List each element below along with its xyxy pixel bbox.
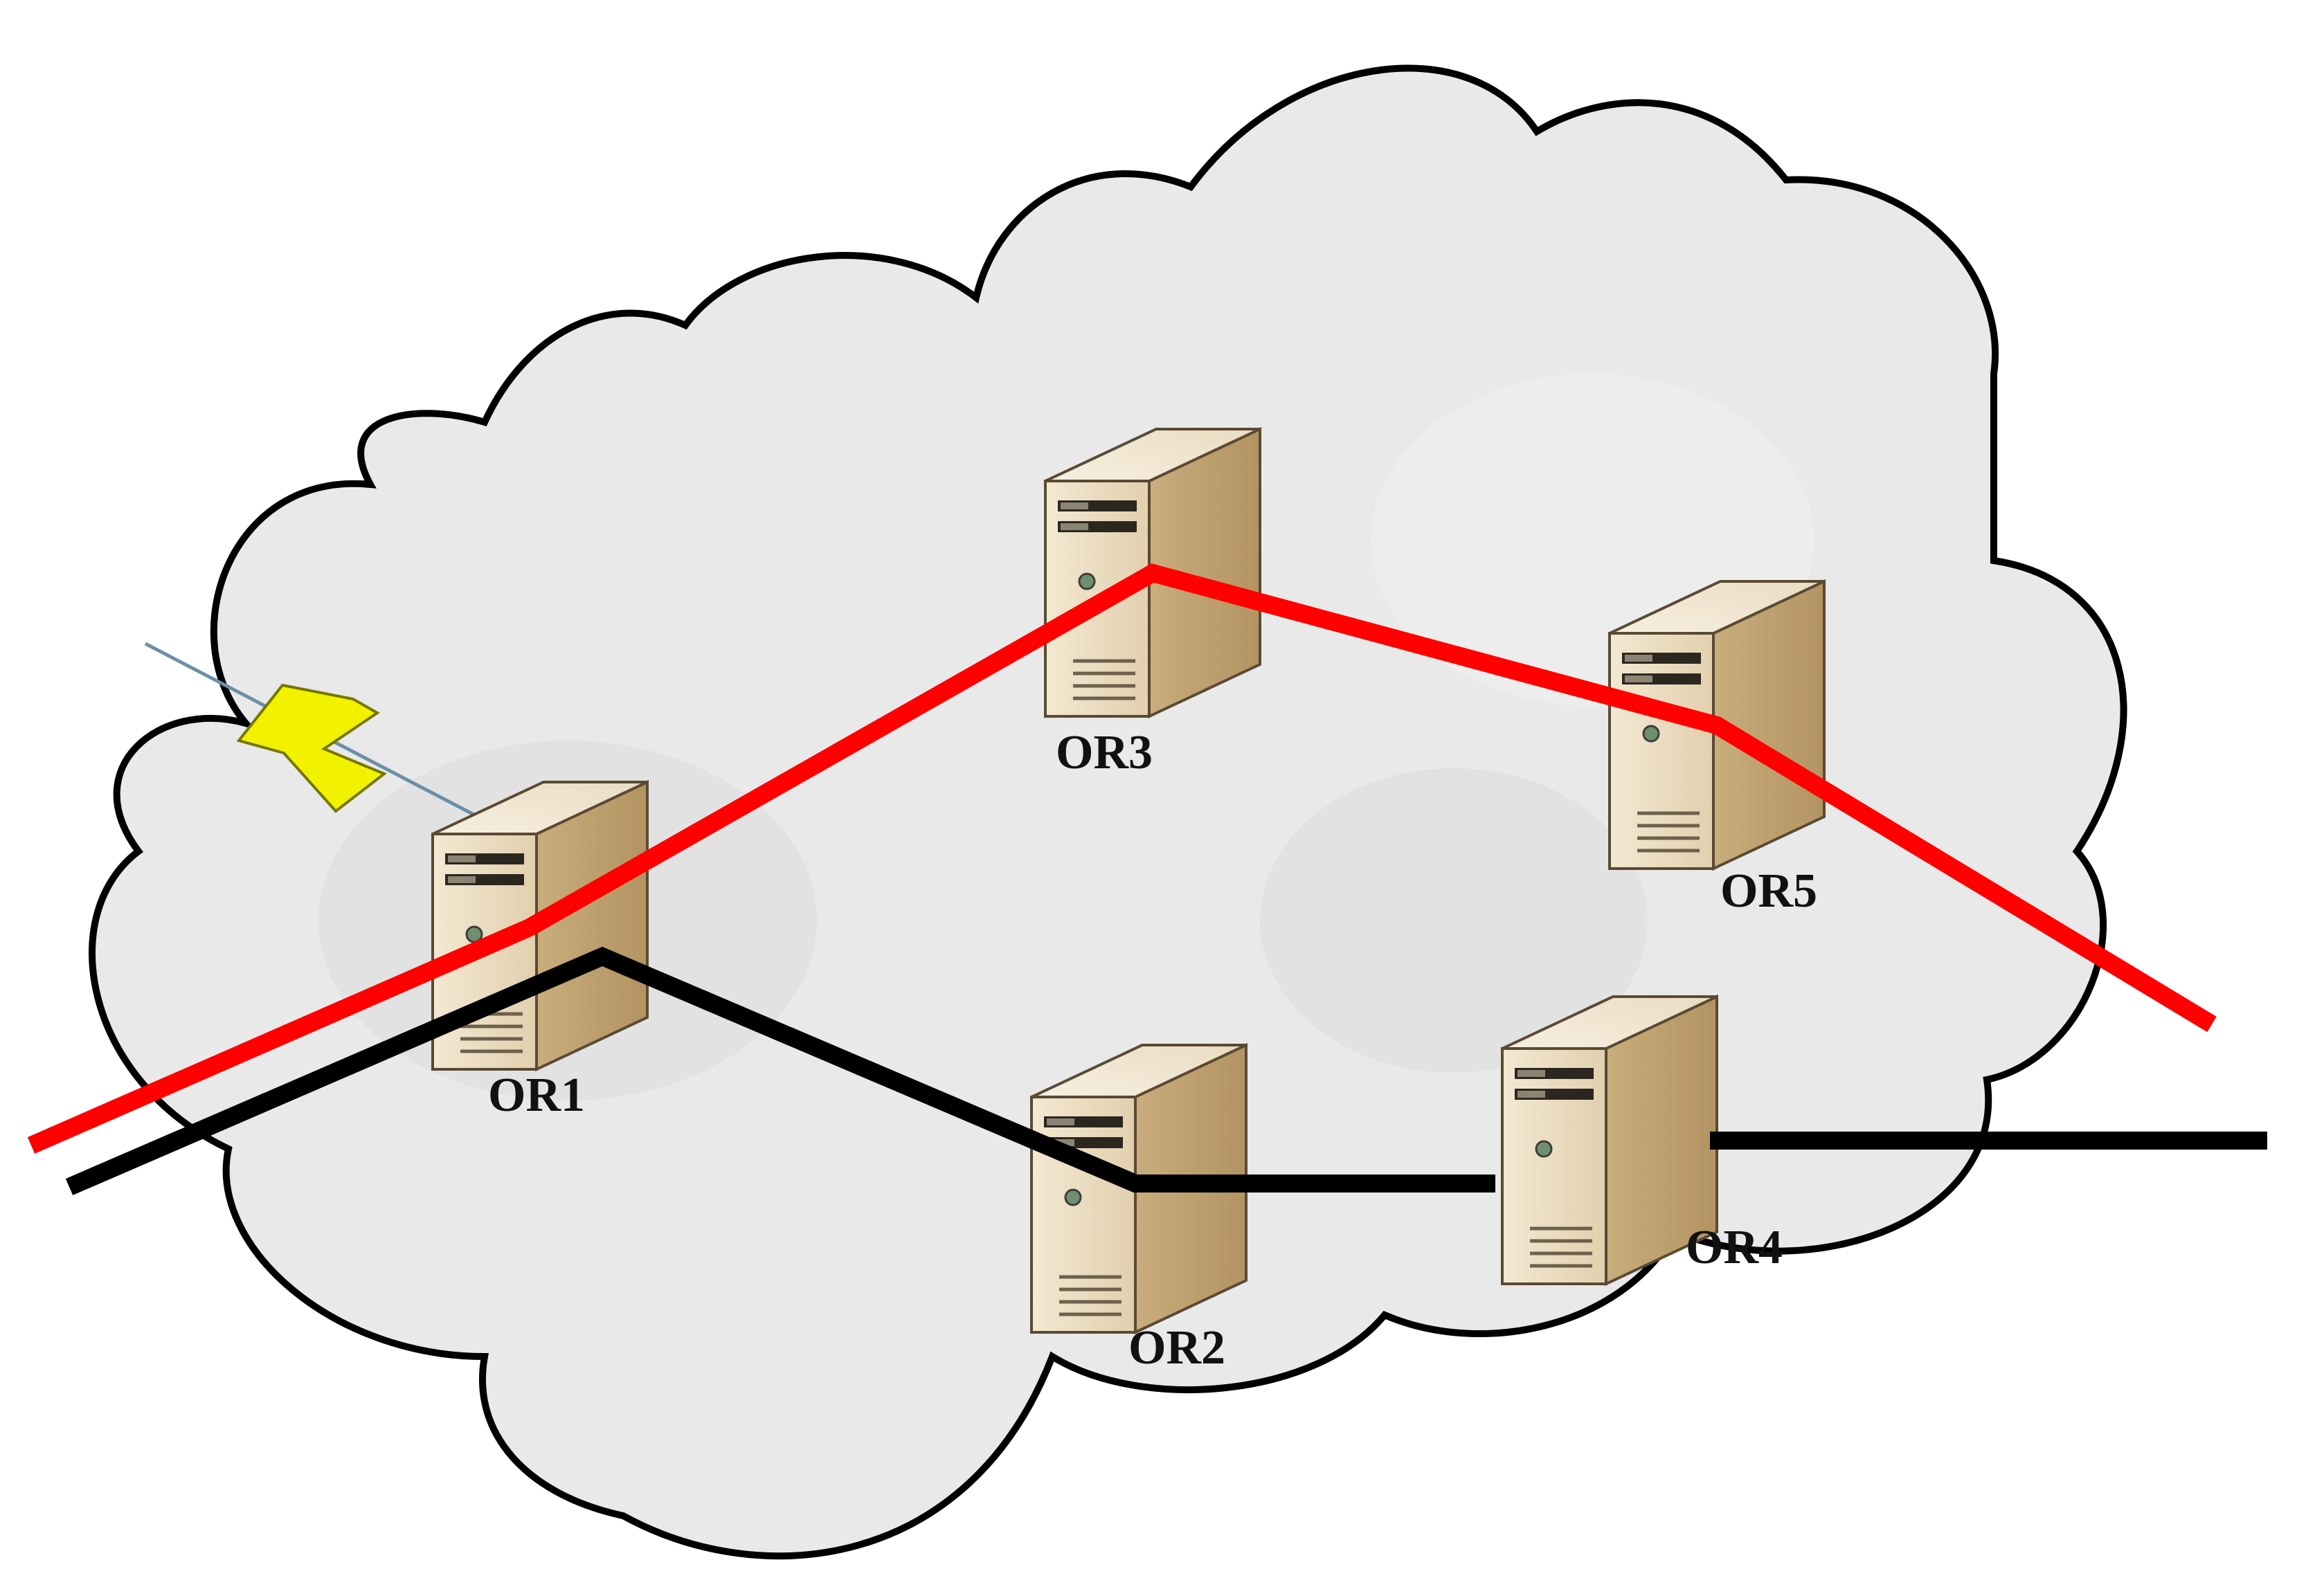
- wireless-link: [144, 642, 486, 822]
- node-label-or5: OR5: [1720, 864, 1817, 918]
- lightning-bolt-icon: [236, 683, 387, 813]
- server-icon: [1502, 997, 1717, 1284]
- node-label-or4: OR4: [1686, 1221, 1783, 1274]
- red-path: [27, 563, 2217, 1154]
- node-label-or1: OR1: [488, 1069, 585, 1122]
- node-label-or3: OR3: [1056, 726, 1153, 779]
- black-path: [65, 946, 1495, 1195]
- node-label-or2: OR2: [1128, 1321, 1225, 1375]
- server-or4[interactable]: [1502, 997, 1717, 1284]
